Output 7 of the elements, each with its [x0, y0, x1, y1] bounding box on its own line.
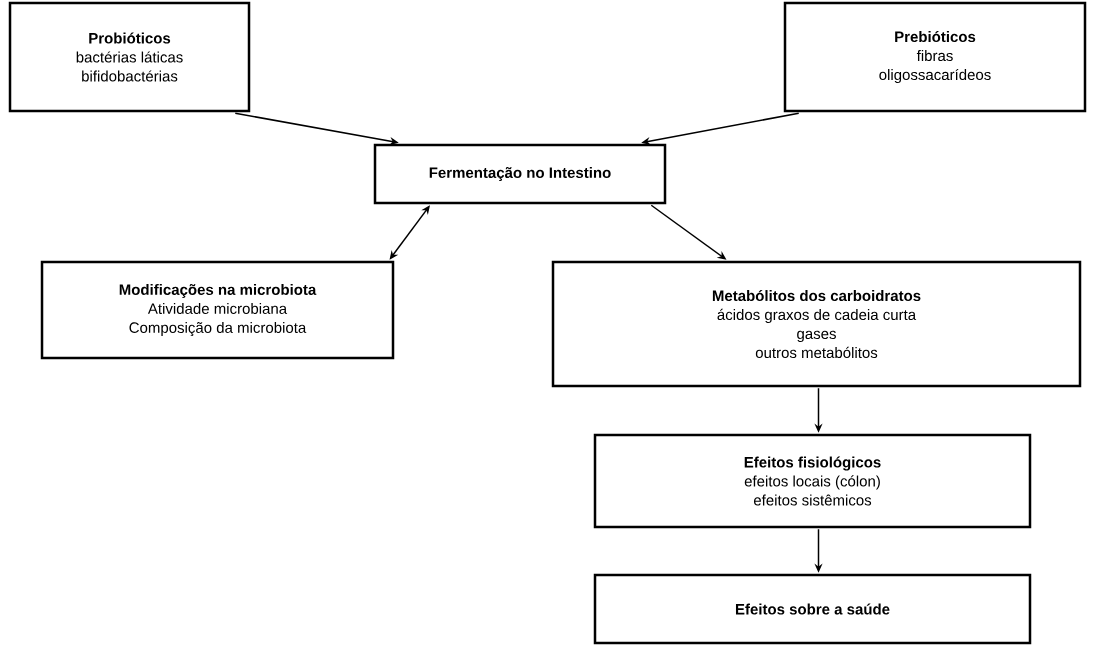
process-box: Fermentação no Intestino: [373, 143, 667, 205]
process-box: Efeitos fisiológicos efeitos locais (cólon) efeitos sistêmicos: [593, 433, 1032, 529]
process-box: Probióticos bactérias láticas bifidobactérias: [8, 1, 251, 113]
process-box: Metabólitos dos carboidratos ácidos graxos de cadeia curta gases outros metabólitos: [551, 260, 1082, 388]
process-box: Modificações na microbiota Atividade microbiana Composição da microbiota: [40, 260, 395, 360]
process-box: Prebióticos fibras oligossacarídeos: [783, 1, 1087, 113]
process-box: Efeitos sobre a saúde: [593, 573, 1032, 645]
